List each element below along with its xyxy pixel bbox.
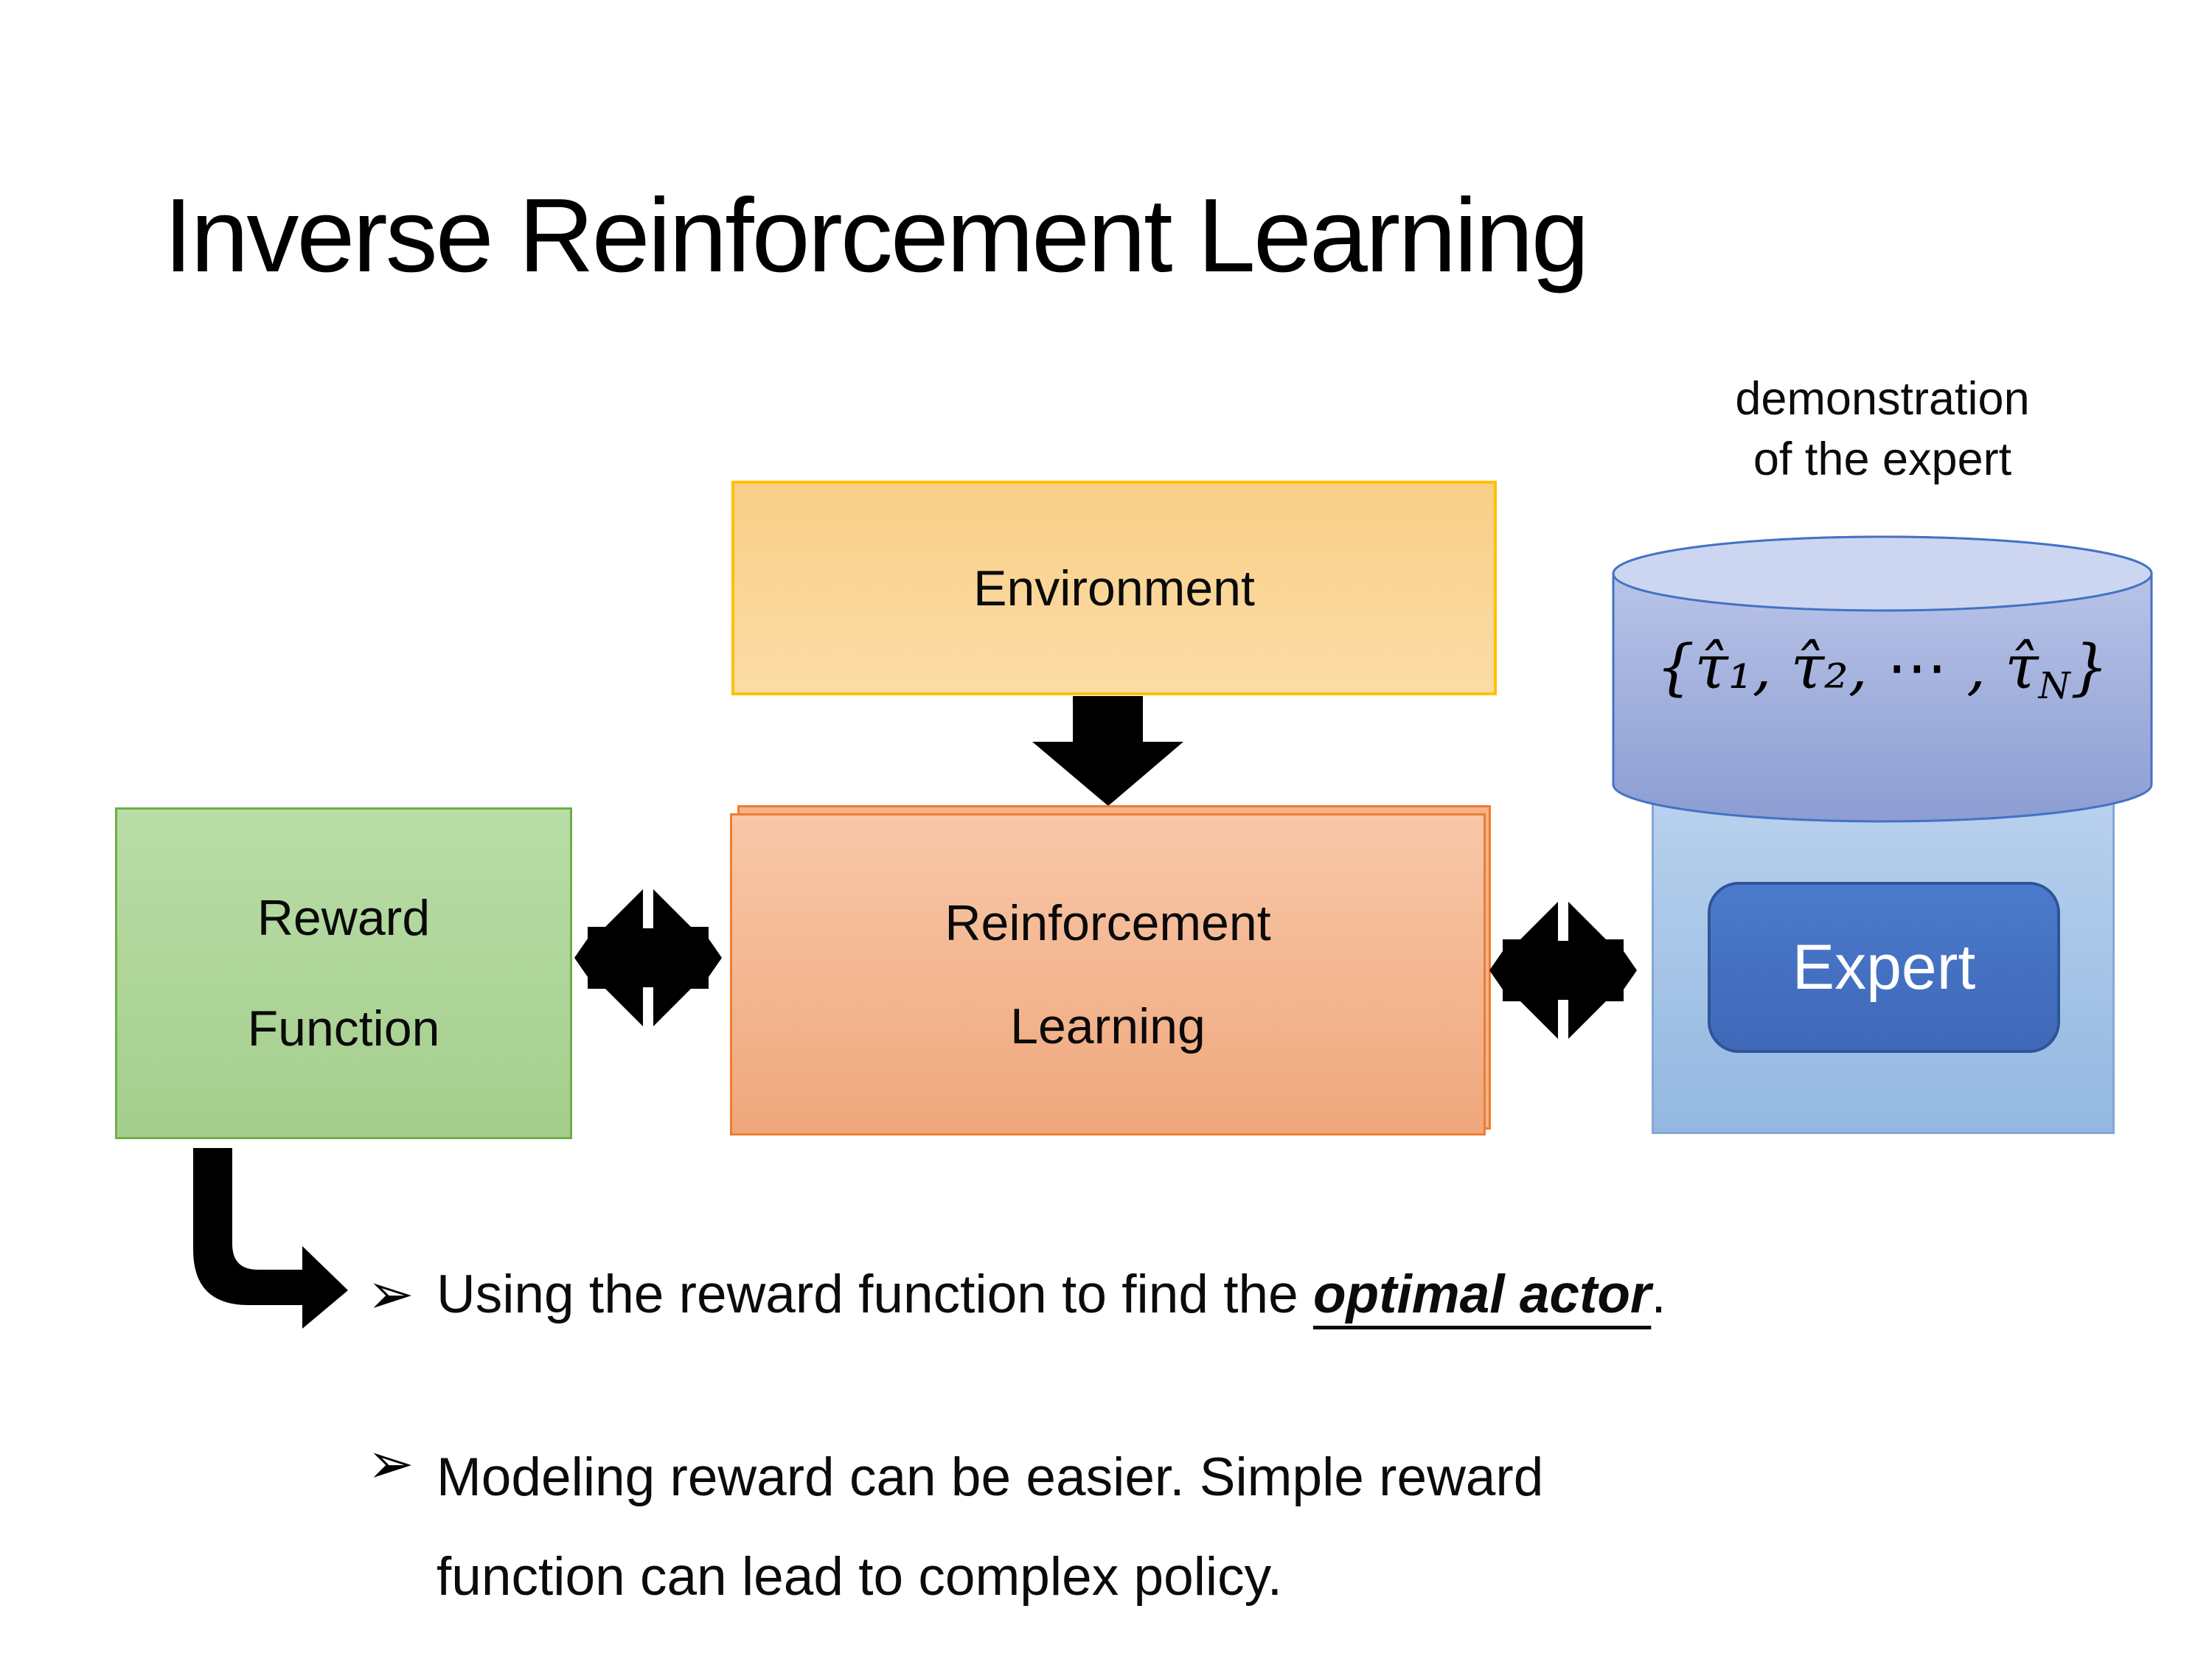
formula-suffix: } — [2070, 633, 2109, 703]
reinforcement-learning-label-line2: Learning — [1010, 998, 1206, 1054]
formula-subscript: N — [2038, 664, 2070, 707]
bullet-item-1: Using the reward function to find the op… — [437, 1258, 1666, 1332]
expert-label: Expert — [1792, 931, 1976, 1003]
reward-function-label-line1: Reward — [257, 890, 431, 946]
bullet-marker-2: ➢ — [367, 1433, 414, 1495]
exchange-arrows-icon-right — [1489, 897, 1637, 1044]
bullet-item-2: Modeling reward can be easier. Simple re… — [437, 1427, 1543, 1627]
environment-label: Environment — [973, 560, 1255, 616]
bullet2-line2: function can lead to complex policy. — [437, 1547, 1283, 1607]
demonstration-caption-line2: of the expert — [1753, 434, 2012, 485]
bullet-marker-1: ➢ — [367, 1263, 414, 1326]
expert-box: Expert — [1708, 882, 2060, 1053]
bullet1-emphasis: optimal actor — [1312, 1265, 1652, 1324]
bent-arrow-icon — [193, 1148, 348, 1329]
demonstration-caption-line1: demonstration — [1735, 373, 2030, 425]
reinforcement-learning-box: Reinforcement Learning — [730, 813, 1486, 1135]
trajectory-set-formula: {τ̂₁, τ̂₂, ⋯ , τ̂N} — [1611, 633, 2154, 707]
bullet2-line1: Modeling reward can be easier. Simple re… — [437, 1447, 1544, 1507]
down-arrow-icon — [1032, 696, 1183, 806]
page-title: Inverse Reinforcement Learning — [164, 177, 1590, 294]
database-cylinder-icon — [1612, 535, 2153, 823]
formula-prefix: {τ̂₁, τ̂₂, ⋯ , τ̂ — [1656, 633, 2039, 703]
bullet1-text-post: . — [1651, 1265, 1666, 1324]
exchange-arrows-icon-left — [574, 884, 722, 1032]
reward-function-box: Reward Function — [115, 807, 572, 1139]
demonstration-caption: demonstration of the expert — [1587, 369, 2177, 490]
reward-function-label-line2: Function — [247, 1001, 440, 1057]
reinforcement-learning-label-line1: Reinforcement — [945, 894, 1271, 951]
environment-box: Environment — [731, 481, 1497, 695]
bullet1-text-pre: Using the reward function to find the — [437, 1265, 1313, 1324]
